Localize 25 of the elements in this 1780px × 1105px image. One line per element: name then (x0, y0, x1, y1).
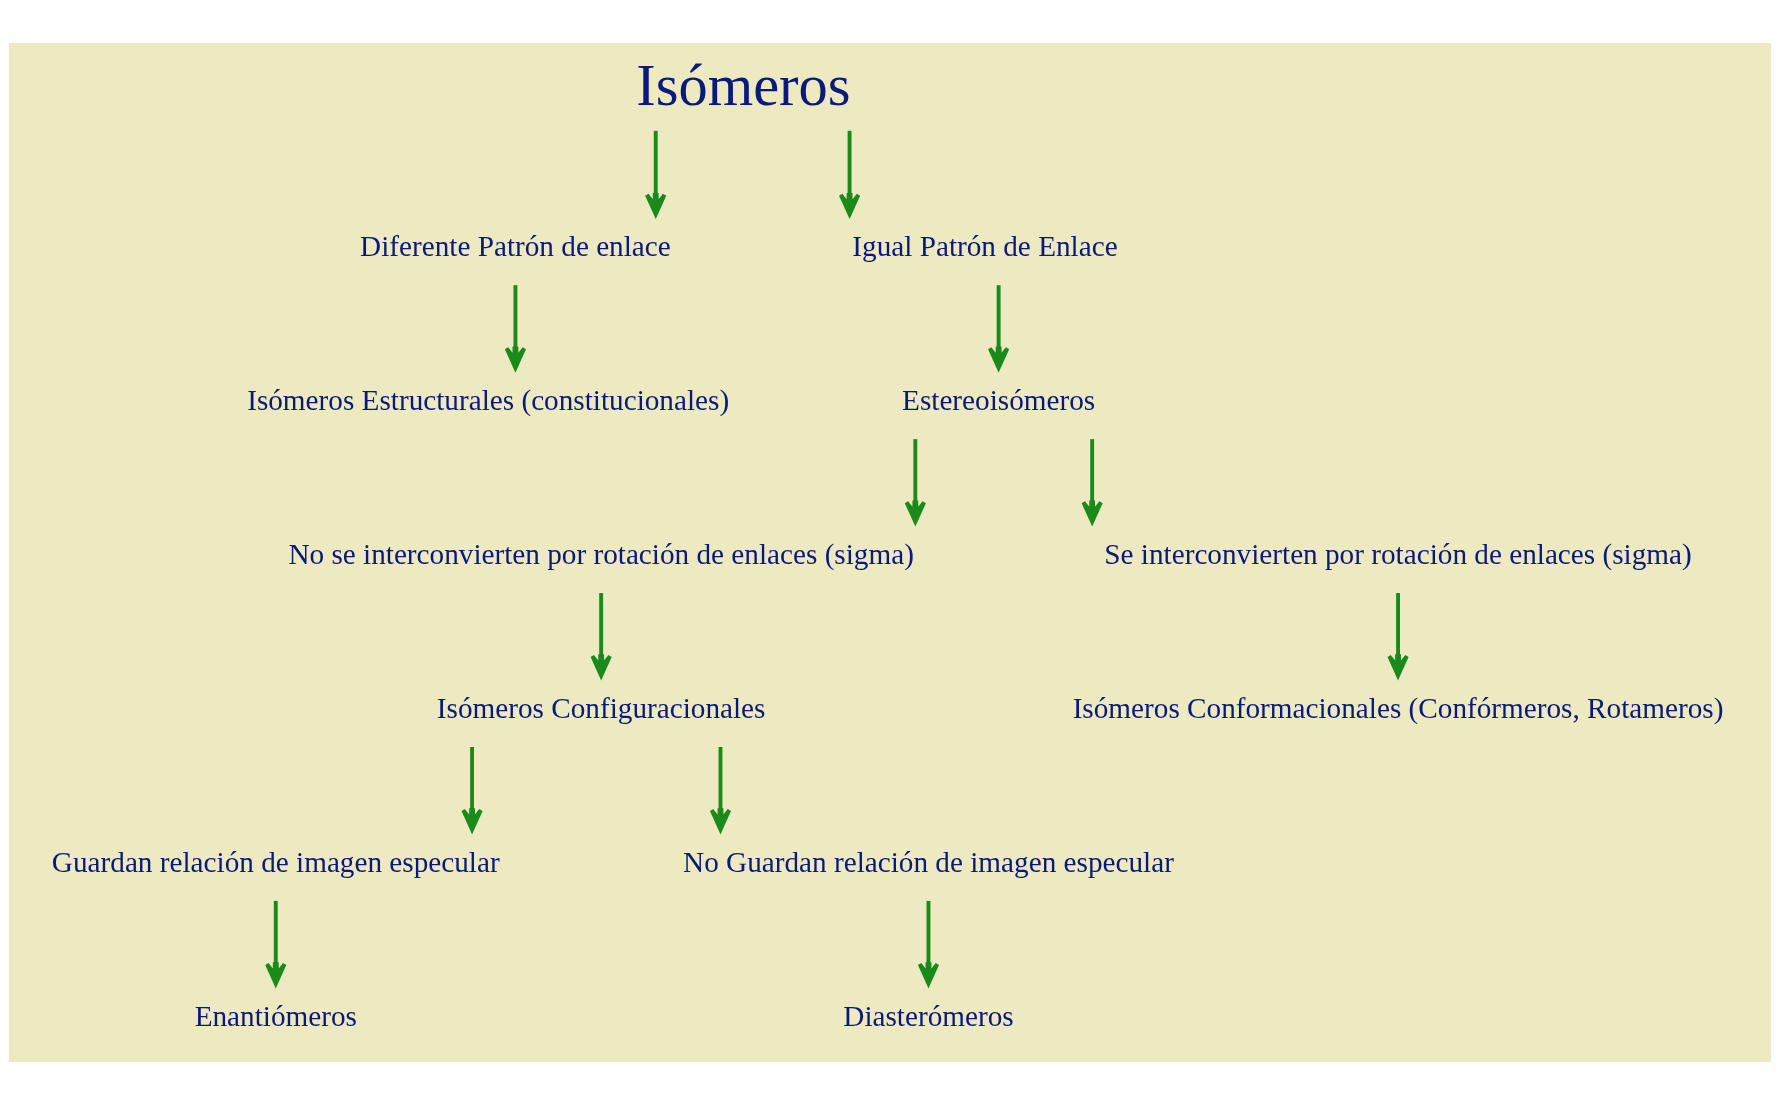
arrow (904, 439, 927, 524)
node-text: No se interconvierten por rotación de enlaces (sigma) (288, 538, 914, 571)
node-text: Isómeros Estructurales (constitucionales) (247, 384, 730, 417)
arrow (709, 747, 732, 832)
arrow (504, 285, 527, 370)
arrow (1387, 593, 1409, 678)
arrow (645, 130, 667, 217)
arrow (590, 593, 612, 678)
arrow (917, 900, 940, 986)
arrow (265, 900, 287, 986)
node-text: Isómeros Configuracionales (436, 692, 766, 725)
arrow (1081, 439, 1103, 524)
node-text: Isómeros Conformacionales (Confórmeros, Rotameros) (1072, 692, 1724, 725)
node-text: Diferente Patrón de enlace (360, 230, 671, 263)
node-text: Igual Patrón de Enlace (852, 230, 1118, 263)
node-text: No Guardan relación de imagen especular (683, 846, 1174, 879)
node-text: Isómeros (636, 53, 851, 119)
node-text: Diasterómeros (843, 999, 1014, 1032)
node-text: Se interconvierten por rotación de enlaces (sigma) (1104, 538, 1692, 571)
arrow (461, 747, 483, 832)
node-text: Enantiómeros (194, 999, 357, 1032)
node-text: Guardan relación de imagen especular (51, 846, 500, 879)
arrow (987, 285, 1010, 370)
node-text: Estereoisómeros (902, 384, 1096, 417)
arrow (838, 130, 861, 217)
